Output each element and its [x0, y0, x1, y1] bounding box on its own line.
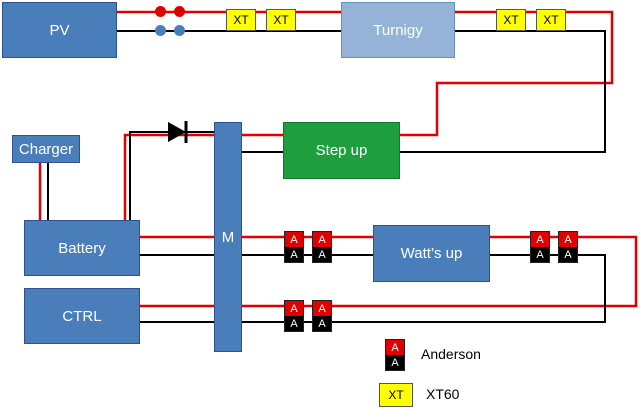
red-connector-dot: [174, 6, 185, 17]
anderson-positive: A: [386, 340, 404, 355]
legend-xt-swatch: XT: [379, 383, 413, 407]
anderson-positive: A: [531, 232, 549, 247]
m-label: M: [221, 229, 235, 246]
anderson-negative: A: [285, 247, 303, 262]
anderson-negative: A: [386, 355, 404, 370]
xt-connector-label: XT: [388, 388, 404, 402]
battery-label: Battery: [58, 239, 106, 257]
ctrl-label: CTRL: [62, 307, 102, 325]
turnigy-block: Turnigy: [341, 2, 455, 58]
blue-connector-dot: [155, 25, 166, 36]
anderson-negative: A: [285, 316, 303, 331]
anderson-positive: A: [313, 232, 331, 247]
m-bus-block: M: [214, 122, 242, 352]
anderson-positive: A: [559, 232, 577, 247]
xt-connector: XT: [496, 9, 526, 31]
anderson-negative: A: [559, 247, 577, 262]
anderson-connector: A A: [530, 231, 550, 263]
ctrl-block: CTRL: [24, 288, 140, 344]
watts-up-label: Watt’s up: [400, 245, 463, 262]
xt-connector-label: XT: [273, 13, 289, 27]
charger-label: Charger: [18, 140, 74, 158]
xt-connector-label: XT: [233, 13, 249, 27]
pv-block: PV: [2, 2, 117, 58]
anderson-negative: A: [313, 316, 331, 331]
blue-connector-dot: [174, 25, 185, 36]
charger-block: Charger: [12, 135, 80, 163]
watts-up-block: Watt’s up: [373, 225, 490, 282]
step-up-block: Step up: [283, 122, 400, 179]
xt-connector: XT: [226, 9, 256, 31]
legend-anderson-swatch: A A: [385, 339, 405, 371]
red-connector-dot: [155, 6, 166, 17]
legend-xt60-label: XT60: [426, 386, 460, 402]
legend-anderson-label: Anderson: [421, 346, 481, 362]
turnigy-label: Turnigy: [373, 21, 423, 39]
anderson-positive: A: [285, 301, 303, 316]
anderson-positive: A: [285, 232, 303, 247]
anderson-connector: A A: [312, 300, 332, 332]
anderson-connector: A A: [284, 231, 304, 263]
xt-connector-label: XT: [543, 13, 559, 27]
anderson-connector: A A: [558, 231, 578, 263]
anderson-positive: A: [313, 301, 331, 316]
battery-block: Battery: [24, 220, 140, 276]
pv-label: PV: [49, 21, 70, 39]
anderson-negative: A: [313, 247, 331, 262]
anderson-negative: A: [531, 247, 549, 262]
anderson-connector: A A: [312, 231, 332, 263]
xt-connector: XT: [266, 9, 296, 31]
xt-connector-label: XT: [503, 13, 519, 27]
diode-icon: [168, 121, 188, 143]
step-up-label: Step up: [315, 142, 368, 159]
xt-connector: XT: [536, 9, 566, 31]
anderson-connector: A A: [284, 300, 304, 332]
